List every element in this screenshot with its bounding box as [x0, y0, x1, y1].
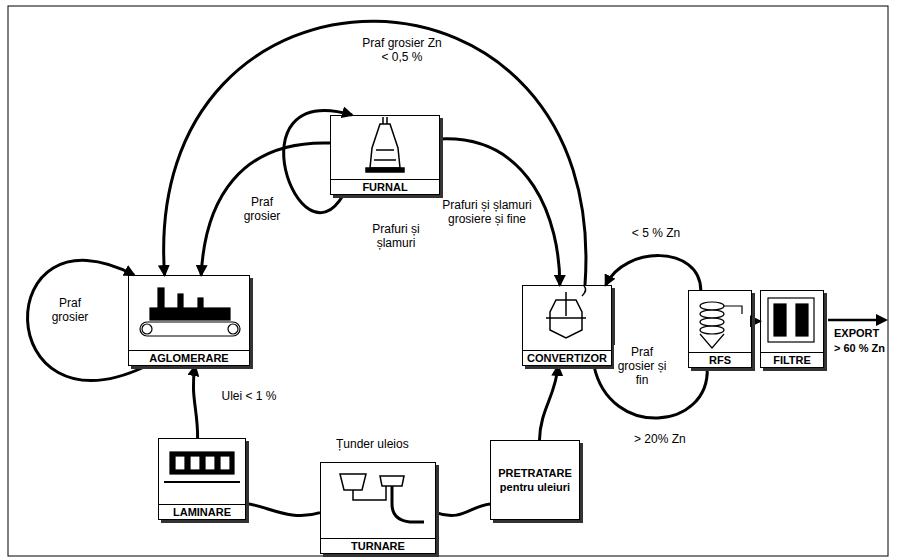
flow-arrow	[246, 504, 320, 516]
sinter-belt	[140, 322, 240, 336]
box-label: CONVERTIZOR	[523, 350, 611, 365]
flow-label: Praf grosier	[236, 195, 288, 223]
rfs-cone	[700, 334, 724, 348]
coil-turn	[700, 302, 724, 310]
flow-arrow	[193, 366, 197, 438]
process-box: FILTRE	[760, 290, 824, 368]
converter-flame	[582, 286, 586, 296]
mill-roll	[220, 456, 230, 470]
flow-arrow	[540, 366, 559, 440]
caster-tundish	[380, 476, 404, 486]
caster-ladle	[340, 474, 366, 490]
caster-icon	[340, 474, 424, 522]
box-label: RFS	[689, 352, 751, 367]
rfs-icon	[700, 302, 742, 348]
rolling-mill-icon	[164, 452, 240, 482]
coil-turn	[700, 326, 724, 334]
box-label: FURNAL	[331, 179, 439, 194]
box-label: FILTRE	[761, 352, 823, 367]
outer-frame	[8, 6, 888, 556]
export-arrowhead	[876, 314, 888, 326]
flow-arrow	[164, 21, 586, 285]
export-arrow	[828, 319, 878, 322]
sinter-chimney	[198, 298, 203, 308]
flow-arrow	[606, 256, 701, 290]
sinter-pulley	[228, 324, 238, 334]
flow-label: Praf grosier și fin	[614, 345, 670, 387]
box-label: LAMINARE	[159, 504, 245, 519]
filter-bag	[796, 304, 808, 336]
process-box: RFS	[688, 290, 752, 368]
mill-roll	[175, 456, 185, 470]
rfs-duct	[724, 306, 742, 314]
furnace-stack	[383, 117, 387, 124]
process-box: PRETRATARE pentru uleiuri	[490, 440, 580, 520]
flow-label: < 5 % Zn	[624, 226, 688, 240]
box-label: PRETRATARE pentru uleiuri	[491, 464, 579, 496]
process-box: AGLOMERARE	[128, 275, 250, 366]
mill-roll	[190, 456, 200, 470]
filter-icon	[768, 298, 814, 342]
blast-furnace-icon	[366, 117, 404, 172]
coil-turn	[700, 310, 724, 318]
furnace-hearth	[374, 150, 396, 160]
filter-bag	[774, 304, 786, 336]
flow-arrow	[436, 504, 490, 516]
sinter-strand-icon	[140, 288, 240, 336]
process-box: CONVERTIZOR	[522, 285, 612, 366]
export-label: EXPORT	[832, 326, 881, 340]
converter-icon	[546, 286, 586, 338]
mill-stand	[170, 452, 234, 474]
flow-label: Ulei < 1 %	[212, 389, 286, 403]
coil-turn	[700, 318, 724, 326]
flow-label: Praf grosier Zn < 0,5 %	[360, 36, 444, 64]
mill-roll	[205, 456, 215, 470]
caster-stream	[353, 486, 386, 500]
flow-arrow	[201, 143, 330, 275]
sinter-chimney	[178, 294, 183, 308]
flow-arrow	[284, 111, 352, 213]
converter-trunnion	[546, 317, 586, 319]
flow-arrow	[752, 320, 760, 322]
process-box: FURNAL	[330, 115, 440, 195]
sinter-chimney	[158, 288, 164, 308]
zinc-content: > 60 % Zn	[832, 341, 887, 355]
box-label: AGLOMERARE	[129, 350, 249, 365]
sinter-hood	[150, 308, 230, 320]
mill-strip	[164, 481, 240, 483]
furnace-shell	[370, 124, 400, 168]
process-box: TURNARE	[320, 462, 436, 554]
box-label: TURNARE	[321, 538, 435, 553]
converter-lance	[565, 292, 567, 316]
process-box: LAMINARE	[158, 438, 246, 520]
flow-note: Țunder uleios	[334, 437, 411, 451]
flow-label: Praf grosier	[42, 296, 98, 324]
furnace-base	[366, 168, 404, 172]
caster-strand	[392, 486, 424, 522]
filter-housing	[768, 298, 814, 342]
flow-label: Prafuri și șlamuri	[362, 222, 430, 250]
flow-label: Prafuri și șlamuri grosiere și fine	[436, 198, 538, 226]
zinc-content: > 20% Zn	[632, 432, 688, 446]
sinter-pulley	[142, 324, 152, 334]
